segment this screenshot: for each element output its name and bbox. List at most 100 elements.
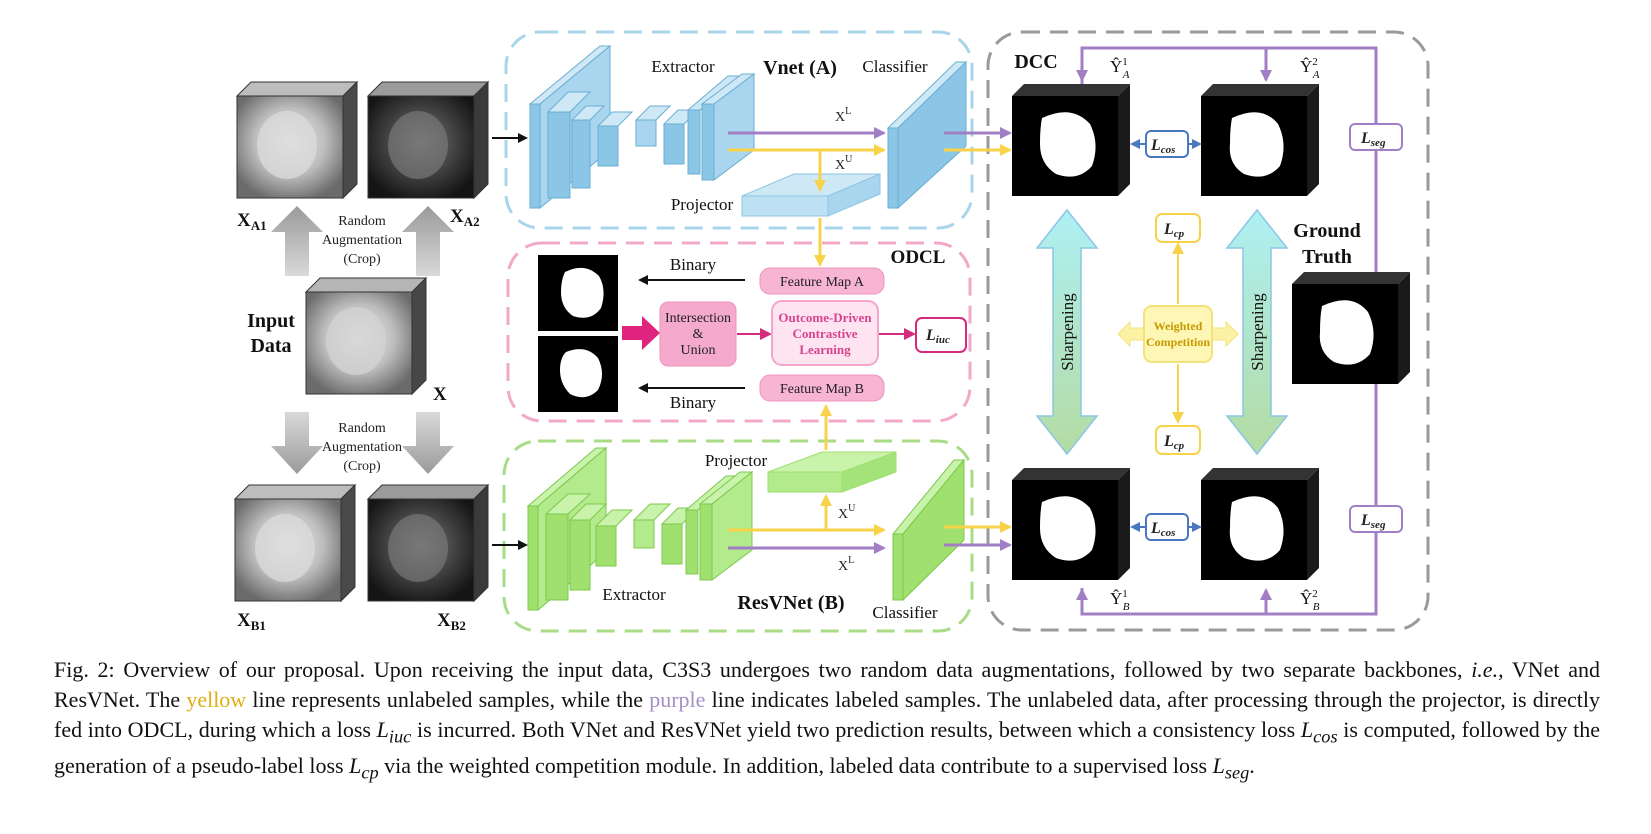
aug-arrow-up-right [402,206,454,276]
aug-bottom-line1: Random [338,421,386,436]
lseg-top-box [1349,123,1403,151]
odcl-title: ODCL [891,247,946,268]
binary-bottom-label: Binary [670,393,717,412]
weighted-competition-line1: Weighted [1154,319,1203,333]
sharpening-arrow-left [1035,208,1099,456]
odcl-module-line3: Learning [799,342,851,357]
prediction-cube-b2 [1201,468,1319,580]
lseg-bottom-box [1349,505,1403,533]
intersection-line2: & [693,327,704,342]
feature-map-b-label: Feature Map B [780,382,864,397]
caption-yellow-word: yellow [186,687,247,712]
prediction-cube-b1 [1012,468,1130,580]
vnet-classifier-label: Classifier [862,57,927,76]
aug-arrow-down-left [271,412,323,474]
aug-top-line1: Random [338,214,386,229]
vnet-xu-label: XU [835,154,853,173]
image-cube-xb2 [366,483,490,603]
resvnet-projector [767,451,897,493]
wc-arrow-left [1117,320,1145,348]
liuc-box [915,317,967,353]
arrow-masks-to-intersection [622,316,660,350]
resvnet-title: ResVNet (B) [737,592,844,614]
aug-bottom-line2: Augmentation [322,440,402,455]
aug-top-line2: Augmentation [322,233,402,248]
vnet-extractor-label: Extractor [651,57,715,76]
feature-map-a-label: Feature Map A [780,275,865,290]
odcl-module-box [771,300,879,366]
lcos-top-label: Lcos [1150,137,1175,156]
sharpening-right-label: Sharpening [1248,293,1267,371]
vnet-projector-label: Projector [671,195,734,214]
aug-top-line3: (Crop) [343,252,381,267]
aug-bottom-line3: (Crop) [343,459,381,474]
sharpening-left-label: Sharpening [1058,293,1077,371]
image-cube-xa1 [235,80,359,200]
resvnet-xl-label: XL [838,555,854,574]
intersection-line1: Intersection [665,311,731,326]
image-cube-xa2 [366,80,490,200]
odcl-module-line1: Outcome-Driven [778,310,872,325]
dcc-panel [986,30,1430,632]
sharpening-arrow-right [1225,208,1289,456]
label-xb1: XB1 [237,610,266,633]
label-xb2: XB2 [437,610,466,633]
resvnet-extractor-label: Extractor [602,585,666,604]
lcos-top-box [1145,130,1189,158]
lcp-bottom-box [1155,425,1201,455]
binary-mask-bottom [538,336,618,412]
resvnet-extractor [526,446,754,612]
label-xa2: XA2 [450,206,480,229]
resvnet-projector-label: Projector [705,451,768,470]
ground-truth-cube [1292,272,1410,384]
lseg-bottom-label: Lseg [1360,512,1386,531]
intersection-line3: Union [681,343,716,358]
vnet-classifier [886,60,968,210]
lseg-top-label: Lseg [1360,130,1386,149]
vnet-title: Vnet (A) [763,57,837,79]
lcos-bottom-label: Lcos [1150,520,1175,539]
vnet-xl-label: XL [835,106,851,125]
ground-truth-label-line2: Truth [1302,246,1352,268]
label-xa1: XA1 [237,210,267,233]
weighted-competition-line2: Competition [1146,335,1210,349]
prediction-cube-a1 [1012,84,1130,196]
figure-caption: Fig. 2: Overview of our proposal. Upon r… [54,657,1601,783]
label-x: X [433,384,447,405]
lcp-top-box [1155,213,1201,243]
binary-mask-top [538,255,618,331]
weighted-competition-box [1143,305,1213,363]
binary-top-label: Binary [670,255,717,274]
dcc-title: DCC [1014,51,1057,73]
prediction-cube-a2 [1201,84,1319,196]
vnet-panel [504,30,974,230]
odcl-panel [506,241,972,423]
ground-truth-label-line1: Ground [1293,220,1360,242]
image-cube-x [304,276,428,396]
lcp-top-label: Lcp [1163,221,1185,240]
wc-arrow-right [1211,320,1239,348]
aug-arrow-up-left [271,206,323,276]
vnet-projector [741,173,881,217]
liuc-label: Liuc [925,327,950,346]
aug-arrow-down-right [402,412,454,474]
resvnet-xu-label: XU [838,503,856,522]
image-cube-xb1 [233,483,357,603]
feature-map-a-box [759,267,885,295]
c3s3-architecture-diagram: XA1 XA2 X XB1 XB2 Input Data Random Augm… [233,30,1430,633]
lcp-bottom-label: Lcp [1163,433,1185,452]
lcos-bottom-box [1145,513,1189,541]
resvnet-panel [502,439,974,633]
input-data-label-line2: Data [250,335,291,357]
resvnet-classifier [891,458,966,602]
resvnet-classifier-label: Classifier [872,603,937,622]
input-data-label-line1: Input [247,310,295,332]
odcl-module-line2: Contrastive [793,326,858,341]
vnet-extractor [528,44,756,210]
caption-purple-word: purple [649,687,706,712]
feature-map-b-box [759,374,885,402]
